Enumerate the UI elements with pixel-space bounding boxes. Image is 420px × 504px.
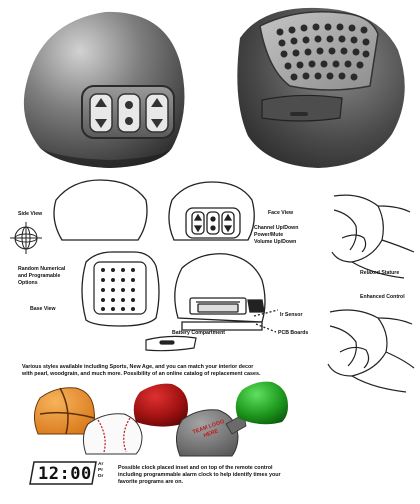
label-relaxed-stature: Relaxed Stature (360, 270, 400, 276)
label-random-numerical-1: Random Numerical (18, 266, 66, 272)
clock-suffix-am: Ar (98, 462, 104, 467)
hand-relaxed-drawing (331, 194, 415, 279)
baseball-case (82, 413, 143, 455)
base-view-button-grid (101, 268, 135, 311)
clock-line-1: Possible clock placed inset and on top o… (118, 465, 273, 471)
clock-suffix-pm: Pr (98, 468, 104, 473)
clock-display-drawing (29, 461, 97, 485)
basketball-case (34, 387, 95, 435)
label-battery-compartment: Battery Compartment (172, 330, 226, 336)
clock-line-2: including programmable alarm clock to he… (118, 472, 281, 478)
base-view-drawing (81, 251, 160, 327)
remote-base-render (237, 7, 405, 168)
face-view-drawing (168, 181, 255, 241)
label-base-view: Base View (30, 306, 56, 312)
cutaway-drawing (174, 253, 279, 333)
axis-icon (10, 222, 42, 254)
label-channel-updown: Channel Up/Down (254, 225, 299, 231)
base-keypad-dots (276, 23, 370, 81)
label-pcb-boards: PCB Boards (278, 330, 309, 336)
label-volume-updown: Volume Up/Down (254, 239, 297, 245)
label-face-view: Face View (268, 210, 293, 216)
side-view-drawing (53, 179, 148, 241)
hand-enhanced-drawing (327, 309, 415, 393)
remote-front-render (23, 11, 185, 168)
clock-suffixes: Ar Pr Dr (98, 462, 103, 480)
styles-line-2: with pearl, woodgrain, and much more. Po… (22, 371, 261, 377)
battery-cover-drawing (145, 335, 197, 352)
clock-time: 12:00 (38, 464, 92, 484)
clock-description: Possible clock placed inset and on top o… (118, 465, 408, 486)
label-random-numerical-2: and Programable (18, 273, 61, 279)
label-side-view: Side View (18, 211, 43, 217)
label-random-numerical-3: Options (18, 280, 38, 286)
clock-suffix-d: Dr (98, 474, 104, 479)
green-case (235, 381, 288, 425)
red-case (133, 383, 188, 427)
label-ir-sensor: Ir Sensor (280, 312, 303, 318)
clock-line-3: favorite programs are on. (118, 479, 184, 485)
styles-line-1: Various styles available including Sport… (22, 364, 254, 370)
label-power-mute: Power/Mute (254, 232, 284, 238)
label-enhanced-control: Enhanced Control (360, 294, 405, 300)
styles-description: Various styles available including Sport… (22, 364, 402, 378)
